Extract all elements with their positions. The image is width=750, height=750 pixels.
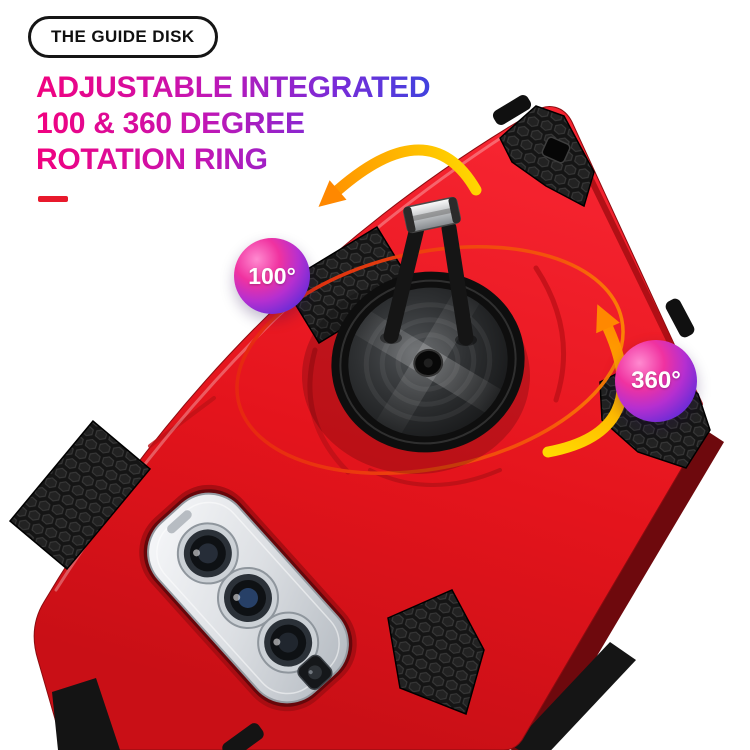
bottom-left-wall <box>52 678 120 750</box>
badge-100-label: 100° <box>248 262 296 289</box>
accent-dash <box>38 196 68 202</box>
camera-lens-2 <box>217 567 279 629</box>
badge-360-label: 360° <box>631 367 681 394</box>
bumper-left <box>8 419 152 571</box>
camera-module <box>139 484 357 712</box>
arrow-head <box>318 180 347 207</box>
ring-hinge <box>403 196 461 234</box>
camera-flash <box>297 654 333 690</box>
camera-flash-strip <box>167 510 192 534</box>
ring-stand-leg-left <box>383 220 425 344</box>
heading-line-2: 100 & 360 DEGREE <box>36 107 305 140</box>
rotation-arrow-right <box>542 304 628 458</box>
rotation-arrow-top <box>318 144 482 207</box>
case-side-wall-dark <box>512 642 636 750</box>
heading-line-1: ADJUSTABLE INTEGRATED <box>36 71 430 104</box>
camera-lens-3 <box>257 611 320 674</box>
corner-port-detail <box>541 136 571 164</box>
badge-360-degree: 360° <box>615 340 697 422</box>
arrow-head <box>596 304 620 334</box>
arrow-stroke <box>542 322 628 458</box>
guide-disk-pill: THE GUIDE DISK <box>28 16 218 58</box>
arrow-stroke <box>332 144 482 196</box>
page-title: ADJUSTABLE INTEGRATED 100 & 360 DEGREE R… <box>36 71 431 176</box>
side-button-right <box>665 298 695 338</box>
bumper-bottom <box>387 589 485 716</box>
guide-disk-label: THE GUIDE DISK <box>51 27 195 46</box>
heading-line-3: ROTATION RING <box>36 143 268 176</box>
side-button-top <box>492 95 532 125</box>
ring-assembly <box>302 196 530 474</box>
badge-100-degree: 100° <box>234 238 310 314</box>
ring-stand-leg-right <box>441 220 474 346</box>
